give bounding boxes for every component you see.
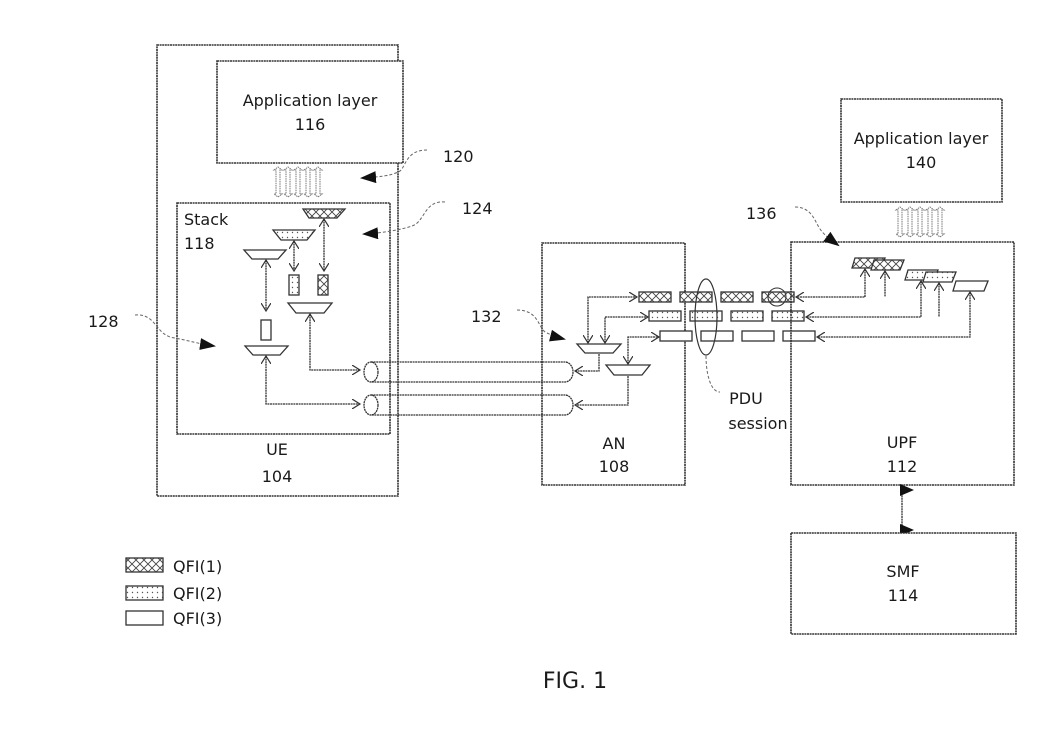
ue-block: UE 104 Application layer 116 Stack 118 (156, 44, 404, 497)
pdu-session-label-line1: PDU (729, 389, 763, 408)
qfi2-packet (771, 310, 805, 322)
legend-label-qfi1: QFI(1) (173, 557, 222, 576)
legend: QFI(1) QFI(2) QFI(3) (125, 557, 222, 628)
qfi3-sdap-mux-icon (242, 249, 288, 260)
qfi1-packet (720, 291, 754, 303)
qfi2-packet (648, 310, 682, 322)
stack-ref: 118 (184, 234, 215, 253)
qfi1-pdcp-entity-icon (317, 274, 329, 296)
upf-title: UPF (887, 433, 918, 452)
legend-swatch-qfi1 (125, 557, 164, 573)
upf-qfi1-filter-icon (870, 259, 905, 271)
ue-app-layer-title: Application layer (243, 91, 378, 110)
ue-app-layer-box (216, 60, 404, 164)
figure-caption: FIG. 1 (543, 669, 607, 694)
an-block: AN 108 (541, 242, 686, 486)
upf-qfi2-filter-icon (922, 271, 957, 283)
an-box (541, 242, 686, 486)
radio-bearer-tunnels (363, 361, 574, 416)
pdu-session-ellipse (694, 278, 718, 356)
legend-label-qfi2: QFI(2) (173, 584, 222, 603)
callouts: 120 124 128 132 136 (88, 147, 840, 350)
qfi3-pdcp-entity-icon (260, 319, 272, 341)
legend-label-qfi3: QFI(3) (173, 609, 222, 628)
upf-app-layer-box (840, 98, 1003, 203)
qfi1-sdap-mux-icon (301, 208, 347, 219)
qfi3-packet (700, 330, 734, 342)
legend-swatch-qfi3 (125, 610, 164, 626)
callout-136: 136 (746, 204, 777, 223)
qfi3-packet (741, 330, 775, 342)
qfi1-packet (638, 291, 672, 303)
qfi2-packet (689, 310, 723, 322)
callout-124: 124 (462, 199, 493, 218)
an-ref: 108 (599, 457, 630, 476)
legend-swatch-qfi2 (125, 585, 164, 601)
upf-app-layer-title: Application layer (854, 129, 989, 148)
qfi1-packet (761, 291, 795, 303)
qfi3-packet (659, 330, 693, 342)
ue-title: UE (266, 440, 288, 459)
an-mux1-icon (575, 343, 623, 354)
stack-title: Stack (184, 210, 229, 229)
ue-drb2-mux-icon (243, 345, 290, 356)
smf-box (790, 532, 1017, 635)
callout-128: 128 (88, 312, 119, 331)
upf-app-interface-arrows (894, 206, 946, 238)
qfi2-packet (730, 310, 764, 322)
qfi2-pdcp-entity-icon (288, 274, 300, 296)
callout-132: 132 (471, 307, 502, 326)
ue-drb1-mux-icon (286, 302, 334, 314)
smf-ref: 114 (888, 586, 919, 605)
upf-qfi3-filter-icon (952, 280, 989, 292)
ue-app-layer-ref: 116 (295, 115, 326, 134)
qfi2-sdap-mux-icon (271, 229, 317, 241)
upf-app-layer-ref: 140 (906, 153, 937, 172)
ue-ref: 104 (262, 467, 293, 486)
pdu-session-label-line2: session (728, 414, 787, 433)
an-mux2-icon (604, 364, 652, 376)
upf-ref: 112 (887, 457, 918, 476)
qos-flow-packets (638, 278, 816, 393)
ue-app-stack-interface-arrows (272, 166, 324, 198)
upf-block: UPF 112 (790, 241, 1015, 486)
an-title: AN (603, 434, 626, 453)
marked-packet-circle (767, 287, 787, 307)
callout-120: 120 (443, 147, 474, 166)
qfi3-packet (782, 330, 816, 342)
smf-title: SMF (886, 562, 919, 581)
